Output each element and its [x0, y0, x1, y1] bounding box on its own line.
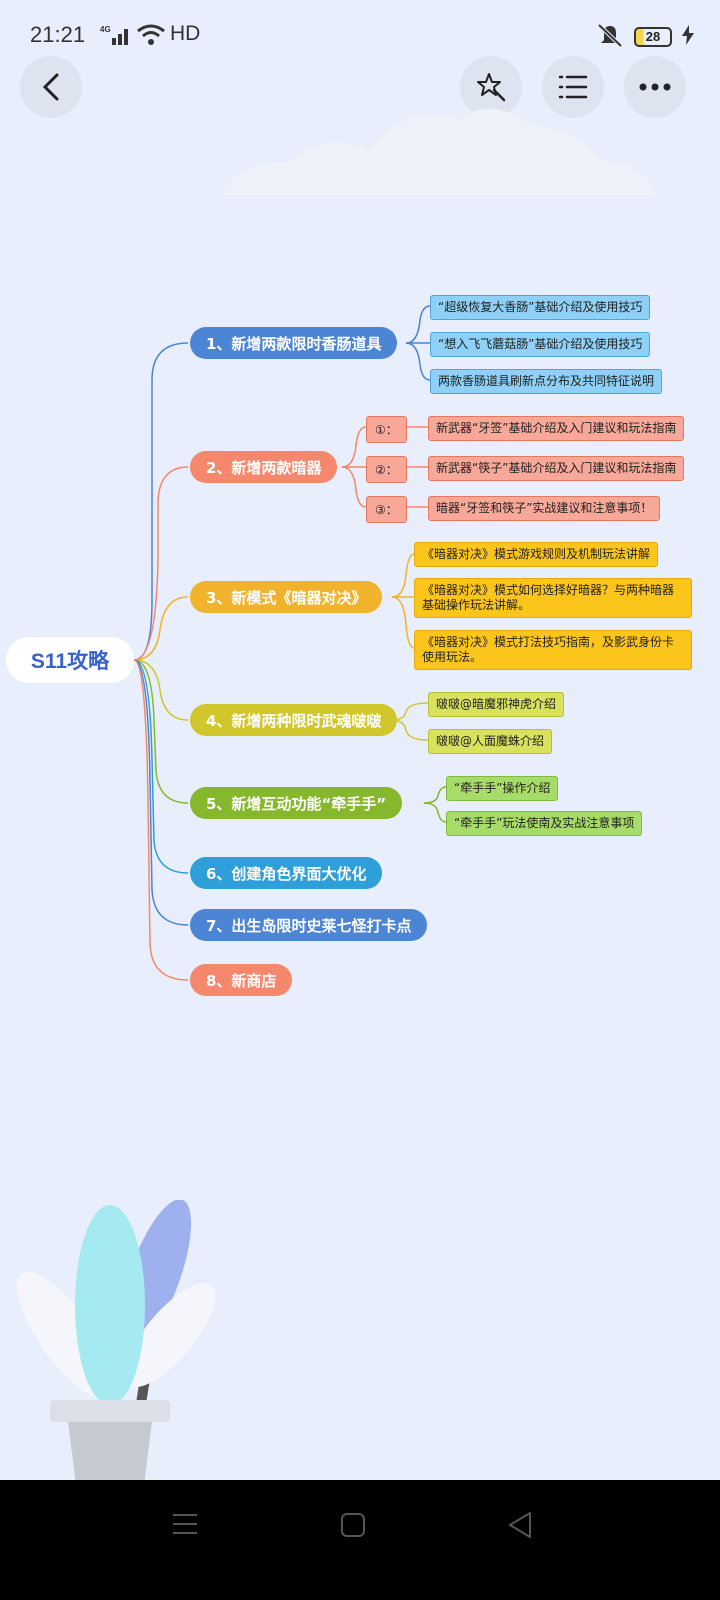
more-button[interactable]: [624, 56, 686, 118]
branch-1-leaf-1[interactable]: “超级恢复大香肠”基础介绍及使用技巧: [430, 295, 651, 320]
branch-2-number-1[interactable]: ①：: [366, 416, 407, 443]
list-icon: [558, 75, 588, 99]
cloud-decoration: [220, 108, 655, 195]
battery-icon: 28: [634, 27, 672, 47]
branch-1[interactable]: 1、新增两款限时香肠道具: [190, 327, 398, 359]
back-arrow-icon: [42, 73, 59, 101]
style-button[interactable]: [460, 56, 522, 118]
status-time: 21:21: [30, 22, 86, 47]
wifi-icon: [136, 24, 166, 50]
branch-1-leaf-2[interactable]: “想入飞飞蘑菇肠”基础介绍及使用技巧: [430, 332, 651, 357]
mute-icon: [596, 22, 624, 52]
branch-2-leaf-1[interactable]: 新武器“牙签”基础介绍及入门建议和玩法指南: [428, 416, 685, 441]
branch-5[interactable]: 5、新增互动功能“牵手手”: [190, 787, 403, 819]
mindmap-connectors: [133, 305, 447, 981]
more-dots-icon: [639, 83, 671, 91]
back-button[interactable]: [20, 56, 82, 118]
system-nav-bar: [0, 1480, 720, 1600]
branch-2-number-3[interactable]: ③：: [366, 496, 407, 523]
branch-5-leaf-1[interactable]: “牵手手”操作介绍: [446, 776, 559, 801]
branch-1-leaf-3[interactable]: 两款香肠道具刷新点分布及共同特征说明: [430, 369, 663, 394]
mindmap-root[interactable]: S11攻略: [6, 637, 134, 683]
branch-5-leaf-2[interactable]: “牵手手”玩法使南及实战注意事项: [446, 811, 643, 836]
charging-icon: [682, 25, 694, 49]
branch-2-number-2[interactable]: ②：: [366, 456, 407, 483]
branch-4[interactable]: 4、新增两种限时武魂啵啵: [190, 704, 398, 736]
branch-3-leaf-1[interactable]: 《暗器对决》模式游戏规则及机制玩法讲解: [414, 542, 659, 567]
svg-text:4G: 4G: [100, 25, 111, 34]
branch-6[interactable]: 6、创建角色界面大优化: [190, 857, 383, 889]
branch-2[interactable]: 2、新增两款暗器: [190, 451, 338, 483]
nav-back-icon[interactable]: [506, 1510, 534, 1544]
branch-3-leaf-2[interactable]: 《暗器对决》模式如何选择好暗器？与两种暗器基础操作玩法讲解。: [414, 578, 692, 618]
home-icon[interactable]: [340, 1512, 366, 1542]
branch-7[interactable]: 7、出生岛限时史莱七怪打卡点: [190, 909, 428, 941]
status-right: 28: [596, 22, 694, 52]
outline-button[interactable]: [542, 56, 604, 118]
branch-4-leaf-2[interactable]: 啵啵@人面魔蛛介绍: [428, 729, 553, 754]
magic-wand-icon: [477, 73, 506, 102]
branch-3[interactable]: 3、新模式《暗器对决》: [190, 581, 383, 613]
branch-8[interactable]: 8、新商店: [190, 964, 293, 996]
signal-icon: 4G: [100, 24, 132, 50]
branch-3-leaf-3[interactable]: 《暗器对决》模式打法技巧指南，及影武身份卡使用玩法。: [414, 630, 692, 670]
plant-decoration: [16, 1200, 216, 1485]
menu-icon[interactable]: [172, 1512, 198, 1540]
branch-2-leaf-3[interactable]: 暗器“牙签和筷子”实战建议和注意事项！: [428, 496, 661, 521]
branch-4-leaf-1[interactable]: 啵啵@暗魔邪神虎介绍: [428, 692, 565, 717]
hd-label: HD: [170, 22, 201, 45]
branch-2-leaf-2[interactable]: 新武器“筷子”基础介绍及入门建议和玩法指南: [428, 456, 685, 481]
